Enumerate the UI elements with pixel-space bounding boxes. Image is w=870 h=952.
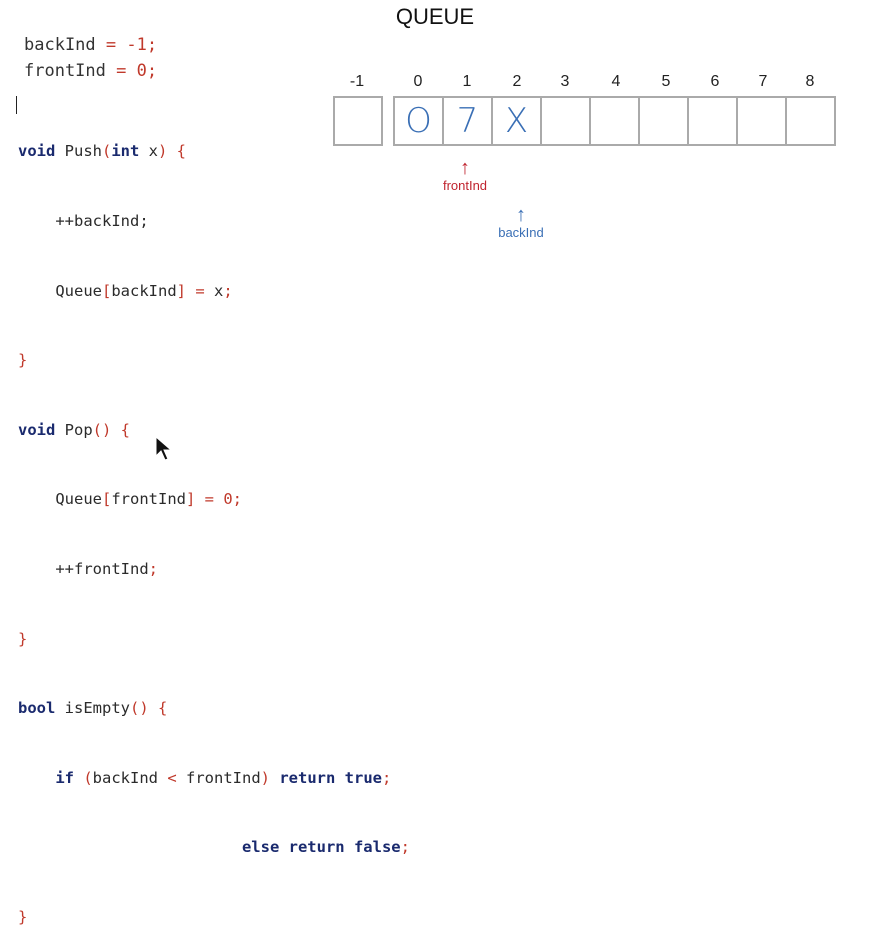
cell-value: O [405, 101, 432, 141]
code-line-isempty-signature: bool isEmpty() { [18, 699, 168, 718]
cell-value: X [504, 101, 529, 141]
code-line-pop-1: Queue[frontInd] = 0; [18, 490, 242, 509]
array-cell-minus-1 [333, 96, 383, 146]
back-pointer: ↑ backInd [486, 205, 556, 240]
var-name: frontInd [24, 61, 106, 81]
var-value: 0 [136, 61, 147, 81]
back-pointer-label: backInd [498, 225, 544, 240]
index-label: 8 [805, 73, 815, 90]
up-arrow-icon: ↑ [460, 157, 470, 179]
code-block: void Push(int x) { ++backInd; Queue[back… [18, 94, 410, 952]
code-line-close-2: } [18, 629, 28, 648]
code-line-else: else return false; [241, 838, 410, 857]
front-pointer-label: frontInd [442, 178, 488, 193]
code-line-if: if (backInd < frontInd) return true; [18, 768, 392, 787]
frontind-declaration: frontInd = 0; [24, 58, 157, 84]
up-arrow-icon: ↑ [516, 204, 526, 226]
code-line-close-1: } [18, 351, 28, 370]
code-line-push-signature: void Push(int x) { [18, 142, 187, 161]
index-label: 5 [661, 73, 671, 90]
page-title: QUEUE [395, 4, 475, 29]
array-cell [689, 98, 738, 144]
semicolon: ; [146, 35, 158, 55]
code-line-push-1: ++backInd; [18, 212, 149, 230]
assign-op: = [105, 35, 117, 55]
index-label: 0 [413, 73, 423, 90]
index-label: 6 [710, 73, 720, 90]
array-cell: X [493, 98, 542, 144]
index-label: 7 [758, 73, 768, 90]
text-cursor [16, 96, 17, 114]
front-pointer: ↑ frontInd [430, 158, 500, 193]
index-label: 2 [512, 73, 522, 90]
cell-value: 7 [456, 101, 479, 141]
code-line-pop-2: ++frontInd; [18, 559, 158, 578]
array-cell: 7 [444, 98, 493, 144]
array-cell [640, 98, 689, 144]
assign-op: = [116, 61, 127, 81]
array-cell [738, 98, 787, 144]
semicolon: ; [146, 61, 158, 81]
array-cell [591, 98, 640, 144]
variable-declarations: backInd = -1; frontInd = 0; [24, 32, 157, 84]
queue-array: O 7 X [393, 96, 836, 146]
array-cell: O [395, 98, 444, 144]
index-label: -1 [349, 73, 365, 90]
index-label: 3 [560, 73, 570, 90]
index-label: 4 [611, 73, 621, 90]
var-name: backInd [24, 35, 96, 55]
code-line-close-3: } [18, 907, 28, 926]
var-value: -1 [126, 35, 147, 55]
array-cell [787, 98, 836, 144]
code-line-push-2: Queue[backInd] = x; [18, 281, 233, 300]
array-cell [542, 98, 591, 144]
mouse-pointer-icon [155, 436, 173, 461]
code-line-pop-signature: void Pop() { [18, 420, 130, 439]
backind-declaration: backInd = -1; [24, 32, 157, 58]
index-label: 1 [462, 73, 472, 90]
